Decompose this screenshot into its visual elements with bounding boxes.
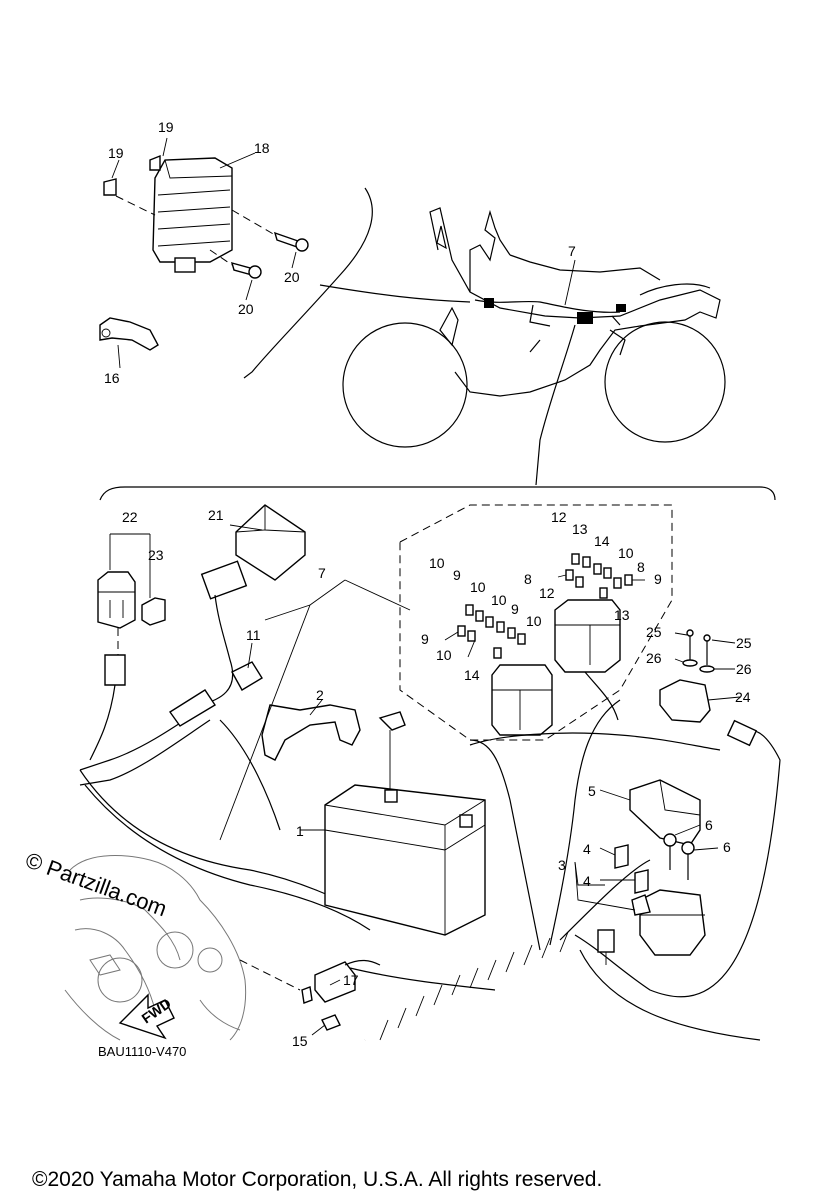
callout-17: 17 bbox=[343, 972, 359, 988]
copyright-notice: ©2020 Yamaha Motor Corporation, U.S.A. A… bbox=[32, 1168, 602, 1191]
motorcycle-outline bbox=[342, 207, 726, 448]
callout-2: 2 bbox=[316, 687, 324, 703]
callout-8: 8 bbox=[637, 559, 645, 575]
callout-9: 9 bbox=[511, 601, 519, 617]
callout-20: 20 bbox=[284, 269, 300, 285]
callout-14: 14 bbox=[464, 667, 480, 683]
fuse-set bbox=[444, 553, 645, 659]
battery-band-2 bbox=[261, 704, 361, 761]
fuse-4 bbox=[614, 844, 649, 894]
callout-3: 3 bbox=[558, 857, 566, 873]
callout-4: 4 bbox=[583, 841, 591, 857]
callout-7: 7 bbox=[318, 565, 326, 581]
engine-reference-sketch bbox=[64, 855, 301, 1041]
starter-relay-3 bbox=[597, 889, 706, 965]
callout-25: 25 bbox=[736, 635, 752, 651]
callout-21: 21 bbox=[208, 507, 224, 523]
callout-7: 7 bbox=[568, 243, 576, 259]
callout-23: 23 bbox=[148, 547, 164, 563]
callout-10: 10 bbox=[491, 592, 507, 608]
callout-10: 10 bbox=[526, 613, 542, 629]
callout-15: 15 bbox=[292, 1033, 308, 1049]
callout-6: 6 bbox=[705, 817, 713, 833]
callout-4: 4 bbox=[583, 873, 591, 889]
terminal-cover-5 bbox=[629, 779, 701, 846]
connector-22 bbox=[97, 571, 136, 629]
callout-10: 10 bbox=[470, 579, 486, 595]
callout-10: 10 bbox=[618, 545, 634, 561]
leader-lines bbox=[111, 137, 741, 1036]
callout-9: 9 bbox=[453, 567, 461, 583]
fwd-arrow-icon: FWD bbox=[118, 993, 175, 1040]
callout-19: 19 bbox=[158, 119, 174, 135]
sensor-17 bbox=[301, 959, 381, 1004]
callout-5: 5 bbox=[588, 783, 596, 799]
callout-26: 26 bbox=[736, 661, 752, 677]
callout-14: 14 bbox=[594, 533, 610, 549]
fuse-box-14 bbox=[491, 664, 553, 736]
callout-9: 9 bbox=[654, 571, 662, 587]
watermark: © Partzilla.com bbox=[22, 847, 170, 921]
callout-12: 12 bbox=[551, 509, 567, 525]
component-24 bbox=[659, 679, 758, 747]
rectifier-regulator-18 bbox=[152, 157, 233, 273]
bolt-25 bbox=[686, 629, 711, 665]
callout-12: 12 bbox=[539, 585, 555, 601]
callout-19: 19 bbox=[108, 145, 124, 161]
relay-21 bbox=[235, 504, 306, 581]
callout-10: 10 bbox=[429, 555, 445, 571]
callout-9: 9 bbox=[421, 631, 429, 647]
bolt-15 bbox=[321, 1014, 341, 1031]
bolt-20 bbox=[209, 209, 309, 279]
callout-26: 26 bbox=[646, 650, 662, 666]
callout-24: 24 bbox=[735, 689, 751, 705]
callout-13: 13 bbox=[572, 521, 588, 537]
callout-1: 1 bbox=[296, 823, 304, 839]
callout-20: 20 bbox=[238, 301, 254, 317]
callout-8: 8 bbox=[524, 571, 532, 587]
connector-23 bbox=[141, 597, 166, 626]
callout-labels: 1 2 3 4 4 5 6 6 7 7 8 8 9 9 9 9 10 10 10… bbox=[104, 119, 752, 1049]
callout-13: 13 bbox=[614, 607, 630, 623]
callout-16: 16 bbox=[104, 370, 120, 386]
diagram-code: BAU1110-V470 bbox=[98, 1044, 186, 1059]
callout-11: 11 bbox=[246, 627, 261, 643]
clip-19 bbox=[103, 154, 161, 216]
callout-10: 10 bbox=[436, 647, 452, 663]
washer-26 bbox=[682, 659, 715, 673]
wire-harness-7 bbox=[79, 560, 781, 1045]
callout-6: 6 bbox=[723, 839, 731, 855]
callout-25: 25 bbox=[646, 624, 662, 640]
battery-1 bbox=[324, 711, 486, 936]
bracket-16 bbox=[99, 317, 159, 351]
bolt-6 bbox=[663, 833, 695, 880]
callout-22: 22 bbox=[122, 509, 138, 525]
callout-18: 18 bbox=[254, 140, 270, 156]
fuse-box-13 bbox=[554, 599, 621, 721]
